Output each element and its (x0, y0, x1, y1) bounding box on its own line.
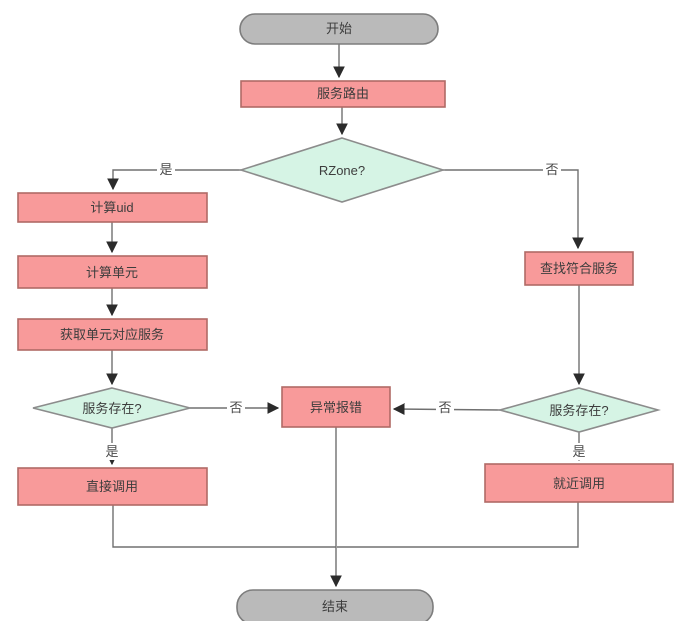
get-unit-service-label: 获取单元对应服务 (60, 327, 164, 342)
direct-call-shape (17, 467, 208, 506)
get-unit-service-shape (17, 318, 208, 351)
edge-directcall-merge (112, 505, 336, 548)
rzone-no-label-bg (543, 161, 561, 178)
calc-uid-label: 计算uid (90, 200, 133, 215)
edge-rzone-yes-to-calcuid (107, 169, 241, 191)
start-label: 开始 (326, 21, 352, 36)
edge-rzone-no-to-findservice (443, 169, 584, 250)
rzone-no-label: 否 (545, 162, 558, 177)
rzone-diamond-shape (238, 137, 446, 203)
nearby-call-shape (484, 463, 674, 503)
node-service-exists-right: 服务存在? (497, 387, 661, 433)
left-exists-no-label: 否 (229, 400, 242, 415)
edge-labels: 是 否 否 是 否 是 (103, 161, 588, 460)
node-find-service: 查找符合服务 (524, 251, 634, 286)
error-report-label: 异常报错 (310, 400, 362, 415)
node-rzone-decision: RZone? (238, 137, 446, 203)
calc-unit-shape (17, 255, 208, 289)
right-exists-no-label-bg (436, 399, 454, 416)
service-exists-right-label: 服务存在? (549, 403, 608, 418)
calc-uid-shape (17, 192, 208, 223)
right-exists-no-label: 否 (438, 400, 451, 415)
service-exists-right-diamond-shape (497, 387, 661, 433)
edge-nearbycall-merge (337, 502, 579, 548)
rzone-label: RZone? (319, 163, 365, 178)
node-nearby-call: 就近调用 (484, 463, 674, 503)
rzone-yes-label-bg (157, 161, 175, 178)
node-start: 开始 (239, 13, 439, 45)
rzone-yes-label: 是 (159, 162, 172, 177)
error-report-shape (281, 386, 391, 428)
service-exists-left-label: 服务存在? (82, 401, 141, 416)
left-exists-no-label-bg (227, 399, 245, 416)
service-route-shape (240, 80, 446, 108)
direct-call-label: 直接调用 (86, 479, 138, 494)
node-service-route: 服务路由 (240, 80, 446, 108)
service-route-label: 服务路由 (317, 86, 369, 101)
nearby-call-label: 就近调用 (553, 476, 605, 491)
node-error-report: 异常报错 (281, 386, 391, 428)
right-exists-yes-label-bg (570, 443, 588, 460)
left-exists-yes-label: 是 (105, 444, 118, 459)
service-exists-left-diamond-shape (32, 387, 191, 429)
node-direct-call: 直接调用 (17, 467, 208, 506)
start-terminator-shape (239, 13, 439, 45)
find-service-shape (524, 251, 634, 286)
end-label: 结束 (322, 599, 348, 614)
right-exists-yes-label: 是 (572, 444, 585, 459)
node-calc-unit: 计算单元 (17, 255, 208, 289)
node-end: 结束 (236, 589, 434, 621)
connectors (106, 44, 585, 588)
calc-unit-label: 计算单元 (86, 265, 138, 280)
left-exists-yes-label-bg (103, 443, 121, 460)
node-get-unit-service: 获取单元对应服务 (17, 318, 208, 351)
node-service-exists-left: 服务存在? (32, 387, 191, 429)
node-calc-uid: 计算uid (17, 192, 208, 223)
end-terminator-shape (236, 589, 434, 621)
find-service-label: 查找符合服务 (540, 261, 618, 276)
